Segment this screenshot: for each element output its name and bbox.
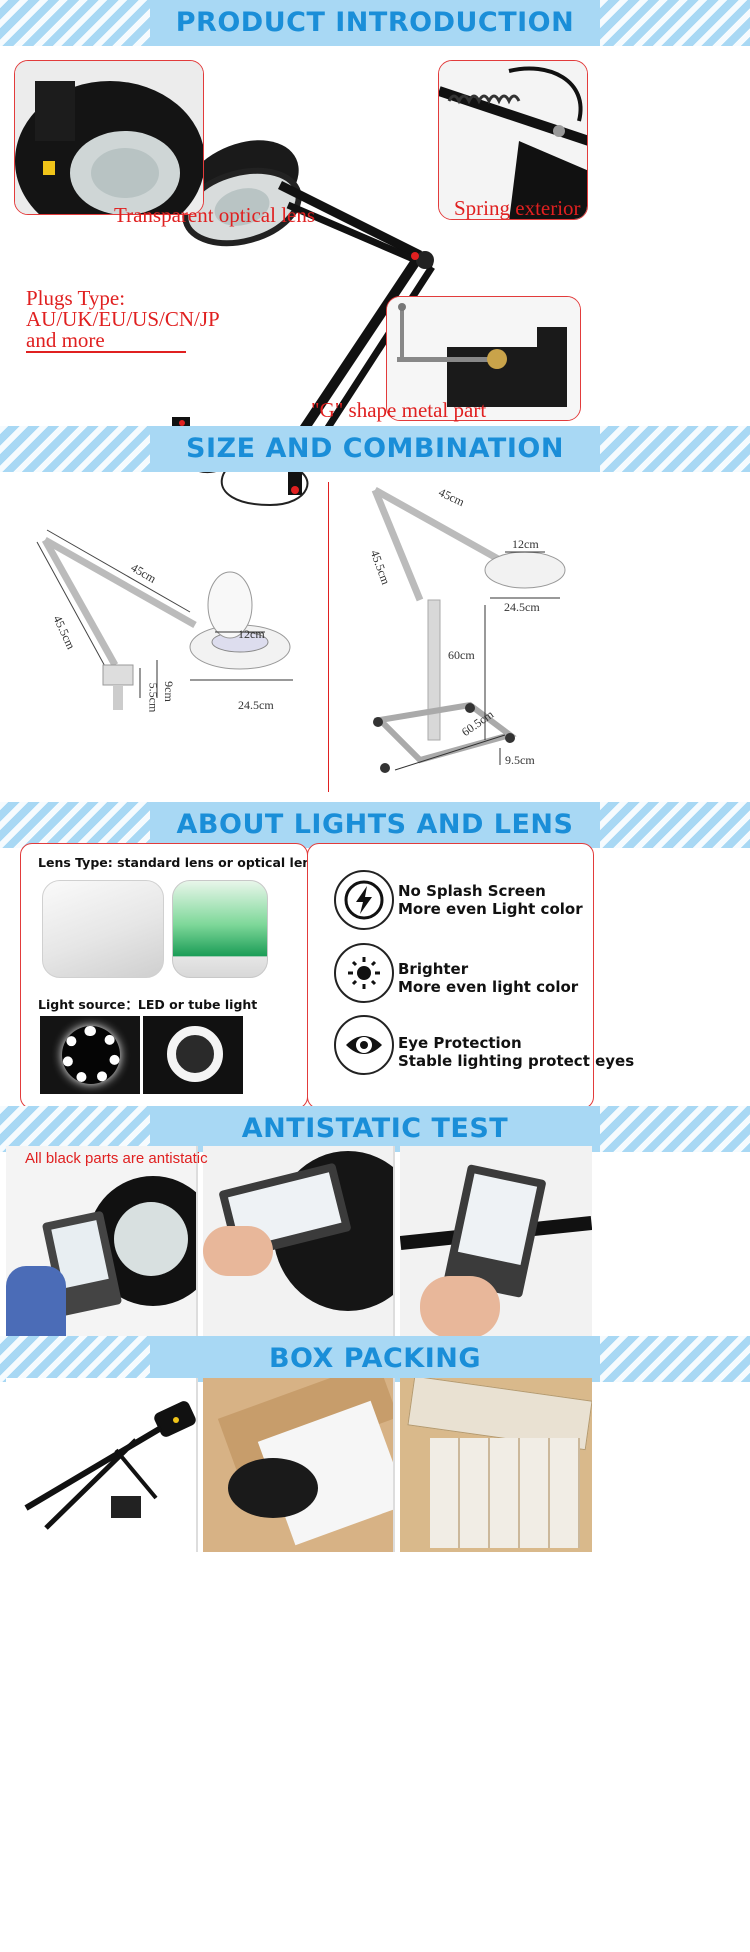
lens-shape: [114, 1202, 188, 1276]
size-divider: [328, 482, 329, 792]
tube-light-image: [143, 1016, 243, 1094]
banner-stripes: [0, 802, 150, 848]
spring-detail-inset: [438, 60, 588, 220]
eye-icon: [334, 1015, 394, 1075]
dim-clamp-depth: 5.5cm: [146, 682, 161, 713]
lens-detail-inset: [14, 60, 204, 215]
banner-stripes: [600, 1336, 750, 1382]
magnifier-lamp-illustration: [172, 140, 435, 507]
g-clamp-detail-inset: [386, 296, 581, 421]
folded-lamp-icon: [24, 1401, 196, 1530]
lamp-in-box: [228, 1458, 318, 1518]
g-clamp-label: "G" shape metal part: [311, 398, 487, 422]
light-source-label: Light source：LED or tube light: [38, 997, 258, 1012]
led-ring-icon: [62, 1026, 120, 1084]
plugs-type-label: Plugs Type:: [26, 286, 126, 310]
dim-pole-height: 60cm: [448, 648, 475, 662]
section-title: PRODUCT INTRODUCTION: [175, 7, 575, 38]
plugs-countries: AU/UK/EU/US/CN/JP: [26, 307, 220, 331]
dim-clamp-height: 9cm: [161, 681, 176, 702]
standard-lens-image: [42, 880, 164, 978]
feature-2-desc: More even light color: [398, 978, 579, 996]
sun-icon: [334, 943, 394, 1003]
banner-stripes: [600, 1106, 750, 1152]
feature-2-title: Brighter: [398, 960, 469, 978]
packing-photo-box-open: [203, 1378, 395, 1552]
antistatic-note: All black parts are antistatic: [25, 1150, 208, 1167]
packing-photo-lamp: [6, 1378, 198, 1552]
feature-1-title: No Splash Screen: [398, 882, 546, 900]
carton-stack: [430, 1438, 580, 1548]
section-banner-size: SIZE AND COMBINATION: [0, 426, 750, 472]
banner-stripes: [600, 426, 750, 472]
feature-3-title: Eye Protection: [398, 1034, 522, 1052]
optical-lens-image: [172, 880, 268, 978]
banner-stripes: [0, 1336, 150, 1382]
spring-label: Spring exterior: [454, 196, 581, 220]
section-banner-packing: BOX PACKING: [0, 1336, 750, 1382]
plugs-more: and more: [26, 328, 105, 352]
lightning-icon: [334, 870, 394, 930]
section-banner-product-intro: PRODUCT INTRODUCTION: [0, 0, 750, 46]
feature-1-desc: More even Light color: [398, 900, 583, 918]
section-banner-lights: ABOUT LIGHTS AND LENS: [0, 802, 750, 848]
lens-type-label: Lens Type: standard lens or optical lens: [38, 855, 319, 870]
tube-ring-icon: [167, 1026, 223, 1082]
desk-lamp-size-diagram: [36, 529, 293, 710]
section-banner-antistatic: ANTISTATIC TEST: [0, 1106, 750, 1152]
antistatic-photo-1: [6, 1146, 198, 1338]
antistatic-photo-2: [203, 1146, 395, 1338]
dim-lens-size: 12cm: [238, 627, 265, 641]
dim-base-width: 24.5cm: [238, 698, 274, 712]
spring-closeup-icon: [439, 61, 587, 219]
dim-lens-size: 12cm: [512, 537, 539, 551]
section-title: BOX PACKING: [268, 1343, 482, 1374]
led-light-image: [40, 1016, 140, 1094]
dim-base-width: 24.5cm: [504, 600, 540, 614]
hand-shape: [420, 1276, 500, 1338]
banner-stripes: [0, 426, 150, 472]
dim-wheel-height: 9.5cm: [505, 753, 535, 767]
banner-stripes: [600, 0, 750, 46]
g-clamp-icon: [387, 297, 580, 420]
lens-closeup-icon: [15, 61, 203, 214]
section-title: ANTISTATIC TEST: [241, 1113, 509, 1144]
section-title: ABOUT LIGHTS AND LENS: [176, 809, 574, 840]
packing-photo-boxes: [400, 1378, 592, 1552]
lens-label: Transparent optical lens: [114, 203, 316, 227]
feature-3-desc: Stable lighting protect eyes: [398, 1052, 635, 1070]
banner-stripes: [0, 0, 150, 46]
banner-stripes: [600, 802, 750, 848]
hand-shape: [6, 1266, 66, 1338]
floor-stand-size-diagram: [371, 486, 566, 773]
banner-stripes: [0, 1106, 150, 1152]
section-title: SIZE AND COMBINATION: [186, 433, 564, 464]
plugs-underline: [26, 351, 186, 353]
antistatic-photo-3: [400, 1146, 592, 1338]
hand-shape: [203, 1226, 273, 1276]
